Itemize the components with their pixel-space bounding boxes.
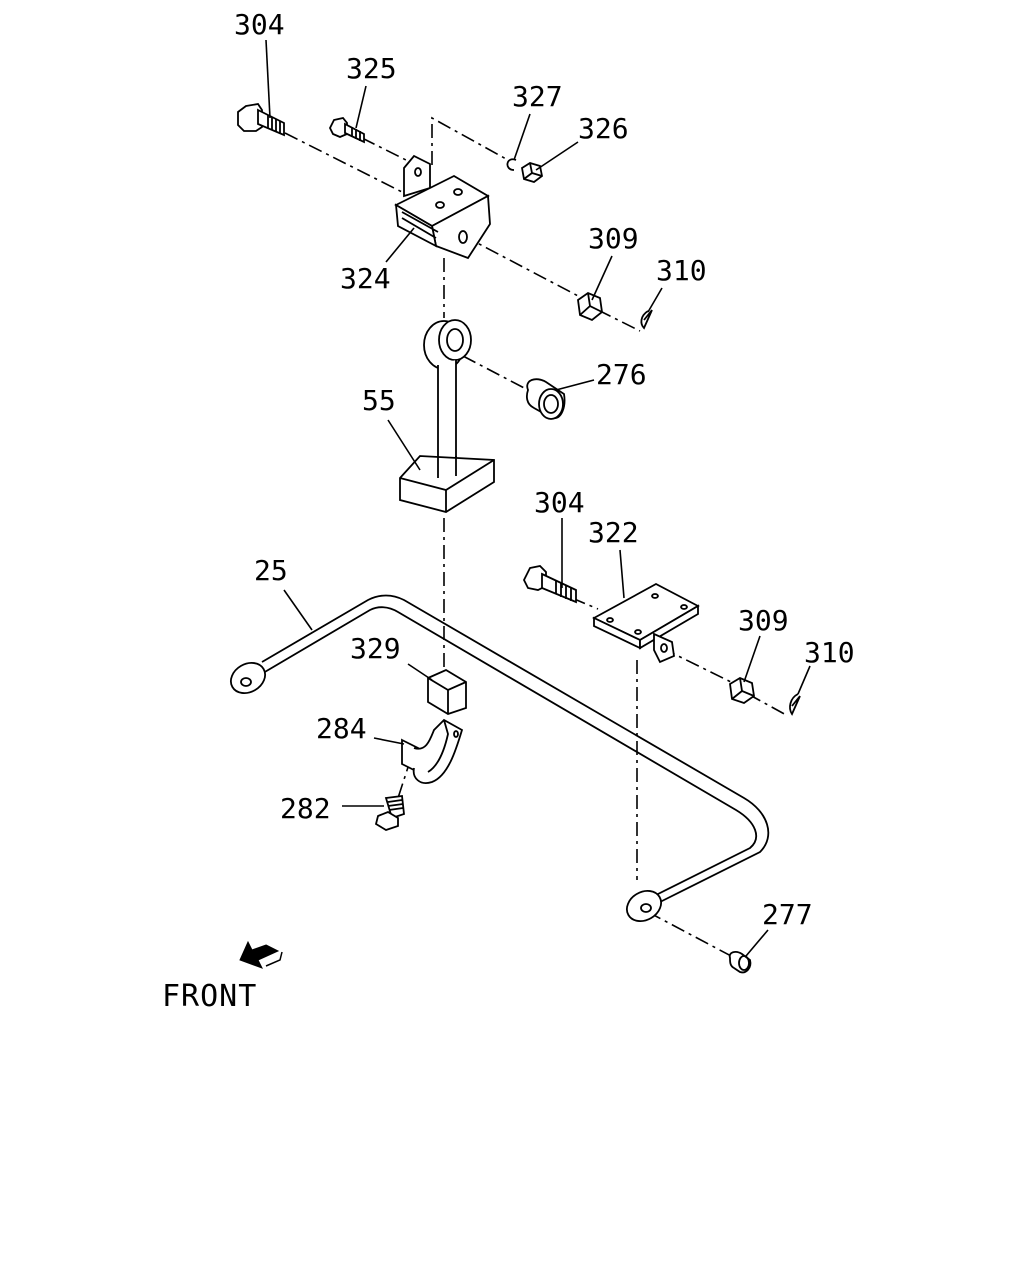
label-284: 284 — [316, 712, 367, 745]
link-rod-55 — [399, 319, 495, 513]
label-309-lower: 309 — [738, 604, 789, 637]
label-310-upper: 310 — [656, 254, 707, 287]
cotter-pin-310-upper — [640, 309, 653, 330]
cotter-pin-310-lower — [789, 693, 801, 716]
bolt-304-upper — [237, 103, 285, 137]
label-324: 324 — [340, 262, 391, 295]
label-304-lower: 304 — [534, 486, 585, 519]
label-326: 326 — [578, 112, 629, 145]
label-277: 277 — [762, 898, 813, 931]
label-325: 325 — [346, 52, 397, 85]
label-25: 25 — [254, 554, 288, 587]
label-329: 329 — [350, 632, 401, 665]
front-arrow-icon — [239, 940, 283, 969]
bushing-277 — [728, 951, 752, 974]
bolt-304-lower — [522, 565, 577, 604]
label-322: 322 — [588, 516, 639, 549]
nut-309-lower — [729, 676, 755, 704]
bushing-329 — [427, 668, 467, 715]
label-309-upper: 309 — [588, 222, 639, 255]
bolt-282 — [374, 794, 405, 831]
stabilizer-bar-25 — [230, 594, 770, 922]
bushing-276 — [526, 378, 566, 420]
label-276: 276 — [596, 358, 647, 391]
leader-lines — [265, 39, 811, 957]
label-327: 327 — [512, 80, 563, 113]
nut-309-upper — [577, 291, 603, 322]
label-304-upper: 304 — [234, 8, 285, 41]
clip-327 — [506, 158, 517, 171]
alignment-lines — [284, 116, 789, 958]
bracket-324 — [394, 154, 491, 260]
clamp-284 — [401, 718, 464, 784]
bolt-325 — [328, 116, 365, 144]
label-55: 55 — [362, 384, 396, 417]
label-282: 282 — [280, 792, 331, 825]
nut-326 — [521, 162, 543, 183]
label-310-lower: 310 — [804, 636, 855, 669]
bracket-322 — [592, 582, 700, 664]
front-label: FRONT — [162, 979, 257, 1014]
